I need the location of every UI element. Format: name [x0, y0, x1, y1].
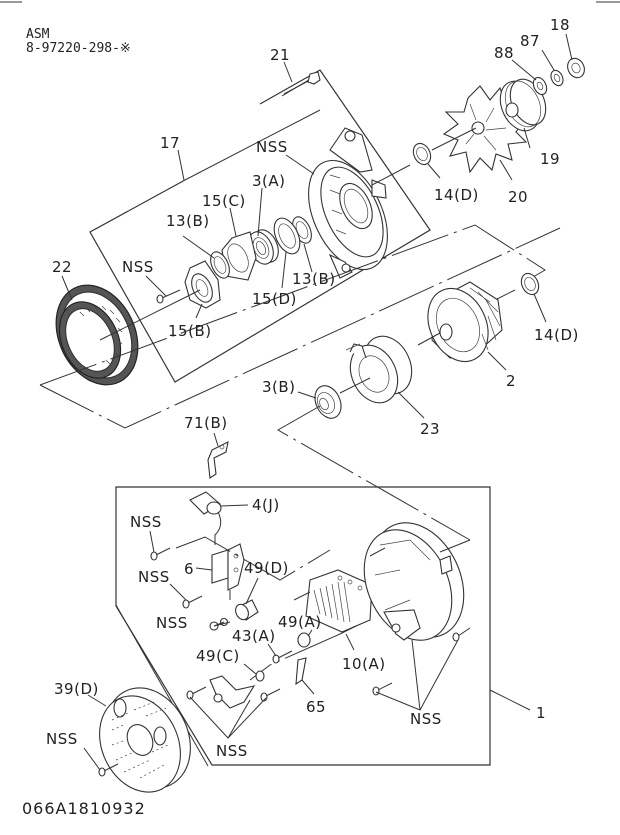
- callout-17: 17: [160, 134, 180, 152]
- spring-washer-87[interactable]: [549, 68, 566, 87]
- screw-nss-b[interactable]: [182, 595, 203, 609]
- plate-15d[interactable]: [269, 214, 305, 258]
- callout-88: 88: [494, 44, 514, 62]
- axis-line-rear-housing: [439, 539, 471, 553]
- assembly-label: ASM: [26, 27, 50, 42]
- callout-nss-e: NSS: [216, 742, 248, 760]
- callout-4j: 4(J): [252, 496, 280, 514]
- mount-bracket[interactable]: [209, 675, 256, 709]
- callout-nss-c: NSS: [156, 614, 188, 632]
- callout-15d: 15(D): [252, 290, 297, 308]
- callout-2: 2: [506, 372, 516, 390]
- callout-43a: 43(A): [232, 627, 276, 645]
- through-bolt-21[interactable]: [281, 71, 321, 97]
- stator-22[interactable]: [41, 272, 154, 398]
- spacer-14d-right[interactable]: [518, 271, 542, 298]
- leader-frame-left: [115, 604, 209, 767]
- callout-23: 23: [420, 420, 440, 438]
- leader-lines: [61, 33, 573, 771]
- callout-39d: 39(D): [54, 680, 99, 698]
- spacer-14d-top[interactable]: [410, 141, 434, 168]
- callout-49d: 49(D): [244, 559, 289, 577]
- callout-nss-top: NSS: [256, 138, 288, 156]
- callout-49a: 49(A): [278, 613, 322, 631]
- callout-3a: 3(A): [252, 172, 286, 190]
- callout-15b: 15(B): [168, 322, 212, 340]
- callout-1: 1: [536, 704, 546, 722]
- callout-18: 18: [550, 16, 570, 34]
- callout-nss-left: NSS: [122, 258, 154, 276]
- bracket-65[interactable]: [295, 657, 307, 686]
- screw-nss-d[interactable]: [186, 686, 207, 700]
- axis-line-front-2: [371, 164, 411, 186]
- washer-88[interactable]: [531, 75, 549, 96]
- screw-nss-cover[interactable]: [98, 763, 119, 777]
- plate-15c[interactable]: [221, 231, 257, 281]
- callout-14d-right: 14(D): [534, 326, 579, 344]
- rear-cover-39d[interactable]: [84, 674, 206, 805]
- callout-65: 65: [306, 698, 326, 716]
- bolt-43a[interactable]: [272, 650, 293, 664]
- pulley-19[interactable]: [493, 73, 553, 137]
- callout-21: 21: [270, 46, 290, 64]
- regulator-6[interactable]: [211, 543, 245, 600]
- screw-nss-left[interactable]: [156, 289, 181, 304]
- bearing-3b[interactable]: [310, 382, 346, 423]
- rotor-2[interactable]: [417, 279, 516, 372]
- callout-15c: 15(C): [202, 192, 246, 210]
- callout-6: 6: [184, 560, 194, 578]
- insulator-49a[interactable]: [297, 632, 311, 648]
- assembly-part-number: 8-97220-298-※: [26, 41, 131, 56]
- callout-nss-f: NSS: [410, 710, 442, 728]
- slip-ring-23[interactable]: [341, 329, 420, 411]
- capacitor-4j[interactable]: [189, 491, 222, 545]
- callout-13b-right: 13(B): [292, 270, 336, 288]
- callout-10a: 10(A): [342, 655, 386, 673]
- bolt-10a[interactable]: [339, 625, 357, 635]
- screw-nss-f[interactable]: [452, 627, 471, 642]
- axis-line-rear: [276, 405, 471, 541]
- rotor-group-frame: [39, 224, 561, 429]
- callout-19: 19: [540, 150, 560, 168]
- diagram-code: 066A1810932: [22, 799, 146, 818]
- callout-nss-a: NSS: [130, 513, 162, 531]
- callout-87: 87: [520, 32, 540, 50]
- callout-nss-b: NSS: [138, 568, 170, 586]
- callout-22: 22: [52, 258, 72, 276]
- axis-line-rotor: [417, 332, 441, 346]
- screw-nss-g[interactable]: [372, 682, 393, 696]
- insulator-49d[interactable]: [233, 599, 259, 622]
- washer-13b-left[interactable]: [207, 249, 233, 281]
- callout-14d-top: 14(D): [434, 186, 479, 204]
- retainer-15b[interactable]: [184, 260, 221, 309]
- callout-3b: 3(B): [262, 378, 296, 396]
- callout-71b: 71(B): [184, 414, 228, 432]
- rear-housing[interactable]: [347, 508, 481, 655]
- screw-nss-e[interactable]: [260, 688, 281, 702]
- axis-line-front: [99, 289, 201, 341]
- front-housing[interactable]: [293, 127, 404, 282]
- axis-line-regulator: [175, 536, 331, 581]
- rear-group-frame: [115, 486, 491, 766]
- terminal-71b[interactable]: [207, 441, 229, 479]
- callout-nss-d: NSS: [46, 730, 78, 748]
- callout-49c: 49(C): [196, 647, 240, 665]
- axis-line-fan: [431, 127, 477, 151]
- callout-20: 20: [508, 188, 528, 206]
- washer-49c[interactable]: [255, 670, 265, 682]
- axis-line-slipring: [339, 377, 371, 394]
- nut-18[interactable]: [565, 56, 588, 81]
- rectifier[interactable]: [293, 569, 373, 633]
- callout-13b-left: 13(B): [166, 212, 210, 230]
